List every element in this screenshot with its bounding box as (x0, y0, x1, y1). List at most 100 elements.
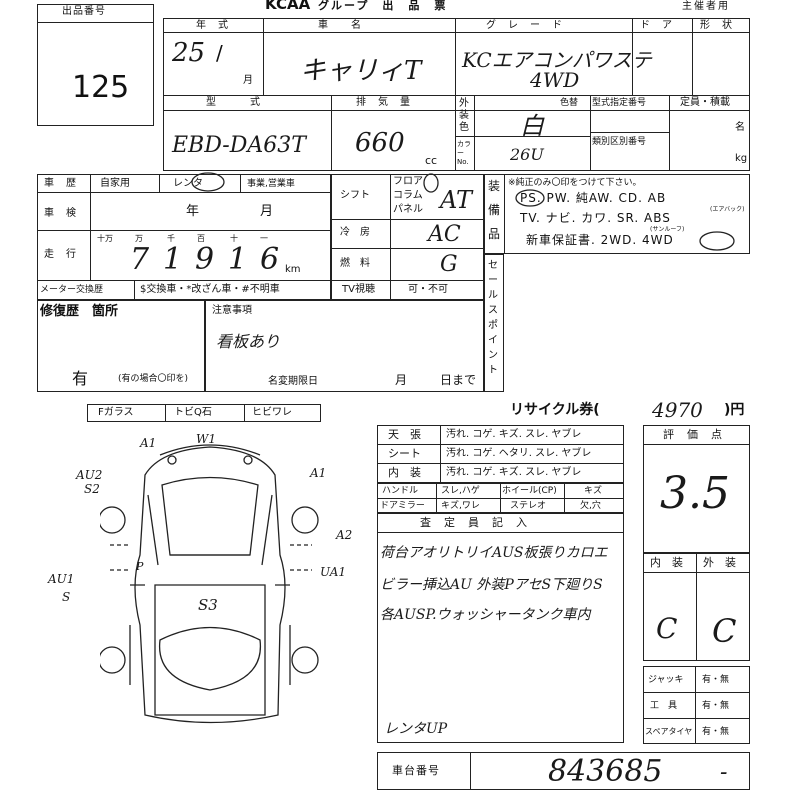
name-change-deadline-label: 名変期限日 (268, 376, 318, 387)
digit-label-1k: 千 (167, 234, 175, 243)
sale-point-char-4: ス (488, 305, 498, 316)
inspector-line-3: 各AUSP.ウォッシャータンク車内 (380, 607, 591, 623)
glass-front: Fガラス (98, 407, 134, 418)
shift-option-floor: フロア (393, 176, 423, 187)
history-label: 車 歴 (44, 178, 77, 189)
brand-logo: KCAA (265, 0, 311, 13)
equipment-label-2: 備 (488, 203, 501, 217)
shift-block (331, 174, 484, 300)
equipment-line1: PS. PW. 純AW. CD. AB (520, 191, 667, 205)
handle-options: スレ,ハゲ (441, 486, 480, 496)
mark-s2: S2 (84, 482, 100, 496)
displacement-label: 排 気 量 (356, 97, 411, 108)
seat-options: 汚れ. コゲ. ヘタリ. スレ. ヤブレ (446, 448, 592, 459)
color-change-label: 色替 (560, 98, 579, 108)
tools-value: 有・無 (702, 701, 730, 711)
mark-s3: S3 (198, 596, 218, 614)
ceiling-label: 天 張 (388, 428, 421, 441)
mark-p: P (136, 560, 144, 573)
chassis-suffix: - (720, 760, 728, 785)
sunroof-note: (サンルーフ) (650, 226, 685, 233)
sale-point-char-3: ル (488, 290, 498, 301)
notice-value: 看板あり (216, 332, 281, 351)
interior-label: 内 装 (388, 466, 421, 479)
cc-value: 660 (355, 128, 405, 158)
mileage-label: 走 行 (44, 249, 77, 260)
digit-label-10: 十 (230, 234, 238, 243)
sale-point-char-8: ト (488, 365, 498, 376)
digit-label-1: 一 (260, 234, 268, 243)
mark-au2: AU2 (76, 468, 103, 482)
ac-value: AC (428, 222, 461, 247)
shape-col-header: 形 状 (700, 20, 733, 31)
car-body-diagram (100, 444, 319, 724)
recycle-unit: )円 (724, 402, 745, 418)
spare-tire-value: 有・無 (702, 727, 730, 737)
exterior-grade-label: 外 装 (703, 556, 736, 569)
sale-point-char-1: セ (488, 260, 498, 271)
equipment-block (484, 174, 750, 254)
equipment-label-3: 品 (488, 227, 501, 241)
designation-label: 型式指定番号 (592, 98, 647, 108)
digit-label-100: 百 (197, 234, 205, 243)
chassis-value: 843685 (548, 754, 663, 789)
glass-chip: トビQ石 (174, 407, 212, 418)
classification-label: 類別区別番号 (592, 137, 647, 147)
month-unit: 月 (243, 75, 253, 86)
mark-a2: A2 (336, 528, 353, 542)
notice-block (205, 300, 484, 392)
lot-number-box (37, 4, 154, 126)
interior-grade-value: C (656, 612, 678, 645)
repair-block (37, 300, 205, 392)
sale-point-char-7: ン (488, 350, 498, 361)
inspection-label: 車 検 (44, 208, 77, 219)
color-no-label: カラーNo. (457, 140, 471, 166)
notice-label: 注意事項 (212, 305, 252, 316)
sale-point-char-5: ポ (488, 320, 498, 331)
mark-s-left: S (62, 590, 71, 604)
lot-number-label: 出品番号 (62, 6, 106, 17)
cc-unit: cc (425, 154, 438, 167)
ceiling-options: 汚れ. コゲ. キズ. スレ. ヤブレ (446, 429, 582, 440)
fuel-label: 燃 料 (340, 258, 370, 269)
color-value: 白 (520, 112, 544, 140)
score-label: 評 価 点 (663, 428, 723, 441)
meter-change-label: メーター交換歴 (40, 285, 104, 295)
mileage-unit: km (285, 264, 301, 275)
car-name-value: キャリィT (300, 56, 422, 86)
chassis-number-row (377, 752, 750, 790)
mark-au1: AU1 (48, 572, 75, 586)
mark-w1-top: W1 (196, 432, 216, 446)
exterior-label-1: 外 (459, 98, 469, 109)
equipment-label-1: 装 (488, 179, 501, 193)
year-col-header: 年 式 (196, 20, 229, 31)
stereo-options: 欠,穴 (580, 501, 601, 511)
exterior-label-3: 色 (459, 122, 469, 133)
sale-point-char-2: ー (488, 275, 498, 286)
capacity-label: 定員・積載 (680, 97, 730, 108)
car-col-header: 車 名 (318, 20, 362, 31)
history-option-private: 自家用 (100, 178, 130, 189)
mark-a1-top: A1 (140, 436, 157, 450)
inspector-footer: レンタUP (384, 721, 448, 737)
form-title: グループ 出 品 票 (318, 0, 448, 12)
model-code-value: EBD-DA63T (172, 133, 306, 158)
equipment-note: ※純正のみ〇印をつけて下さい。 (508, 178, 642, 188)
jack-value: 有・無 (702, 675, 730, 685)
inspector-label: 査 定 員 記 入 (420, 516, 528, 529)
repair-label: 修復歴 箇所 (40, 304, 119, 319)
meter-change-notes: $交換車・*改ざん車・#不明車 (140, 284, 280, 295)
mileage-digit-5: 6 (260, 242, 280, 277)
grade-value-line2: 4WD (530, 68, 580, 92)
floor-circle-mark (423, 173, 439, 193)
grade-value-line1: KCエアコンパワステ (462, 48, 652, 72)
mirror-options: キズ,ワレ (441, 501, 480, 511)
seat-label: シート (388, 447, 421, 460)
inspector-line-2: ビラー挿込AU 外装PアセS下廻りS (380, 577, 603, 593)
digit-label-10k: 万 (135, 234, 143, 243)
sale-point-char-6: イ (488, 335, 498, 346)
ps-circle-mark (515, 189, 545, 207)
kg-unit: kg (735, 153, 748, 164)
tv-options: 可・不可 (408, 284, 448, 295)
tools-label: 工 具 (650, 701, 678, 711)
